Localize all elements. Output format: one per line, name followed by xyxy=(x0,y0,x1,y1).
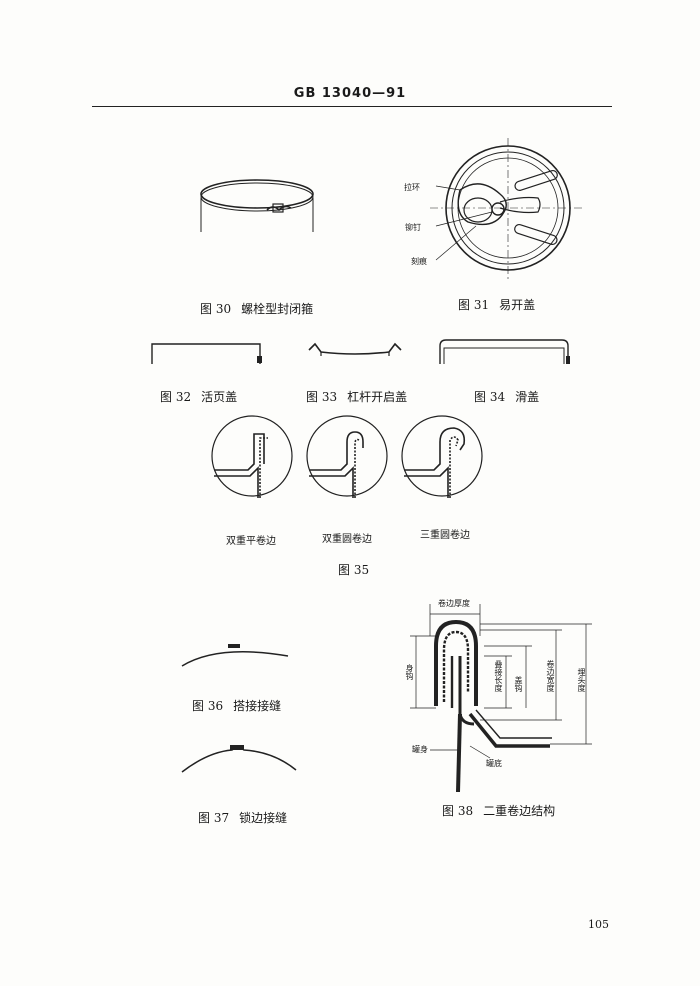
figure-37-caption: 图 37 锁边接缝 xyxy=(198,809,287,826)
figure-30-number: 图 30 xyxy=(200,302,232,316)
figure-36-lap-seam-drawing xyxy=(181,644,289,667)
label-rivet: 铆钉 xyxy=(405,223,421,232)
figure-36-title: 搭接接缝 xyxy=(233,699,282,713)
label-overlap: 叠接长度 xyxy=(494,660,503,692)
figure-31-title: 易开盖 xyxy=(499,298,536,312)
figure-35-caption: 图 35 xyxy=(338,563,370,577)
label-can-end: 罐底 xyxy=(486,759,502,768)
label-seam-width: 卷边宽度 xyxy=(546,660,555,692)
figure-33-title: 杠杆开启盖 xyxy=(347,390,408,404)
label-can-body: 罐身 xyxy=(412,745,428,754)
figure-33-caption: 图 33 杠杆开启盖 xyxy=(306,388,407,405)
label-seam-thickness: 卷边厚度 xyxy=(438,599,470,608)
figure-32-number: 图 32 xyxy=(160,390,192,404)
figure-35-triple-round-seam xyxy=(401,415,483,498)
figure-31-number: 图 31 xyxy=(458,298,490,312)
figure-35-double-flat-seam xyxy=(211,415,293,498)
figure-38-double-seam-structure-drawing xyxy=(410,604,592,793)
figure-34-caption: 图 34 滑盖 xyxy=(474,388,539,405)
figure-36-number: 图 36 xyxy=(192,699,224,713)
figure-31-easy-open-end-drawing xyxy=(430,138,585,280)
label-cover-hook: 盖钩 xyxy=(514,676,523,692)
figure-34-slip-cover-drawing xyxy=(439,339,570,364)
figure-35-sub-c: 三重圆卷边 xyxy=(420,530,470,541)
figure-30-hoop-drawing xyxy=(200,179,314,232)
header-rule xyxy=(92,106,612,107)
label-countersink: 埋头度 xyxy=(577,668,586,692)
figure-33-lever-lid-drawing xyxy=(308,342,402,356)
standard-code-header: GB 13040—91 xyxy=(293,86,407,101)
figure-35-sub-b: 双重圆卷边 xyxy=(322,534,372,545)
figure-38-number: 图 38 xyxy=(442,804,474,818)
figure-37-title: 锁边接缝 xyxy=(239,811,288,825)
figure-32-hinged-lid-drawing xyxy=(151,343,262,364)
figure-30-title: 螺栓型封闭箍 xyxy=(241,302,314,316)
figure-30-caption: 图 30 螺栓型封闭箍 xyxy=(200,300,313,317)
label-score: 刻痕 xyxy=(411,257,427,266)
figure-34-title: 滑盖 xyxy=(515,390,540,404)
figure-38-caption: 图 38 二重卷边结构 xyxy=(442,802,555,819)
figure-31-caption: 图 31 易开盖 xyxy=(458,296,535,313)
page-number: 105 xyxy=(588,918,609,931)
figure-36-caption: 图 36 搭接接缝 xyxy=(192,697,281,714)
figure-37-lock-seam-drawing xyxy=(181,745,297,773)
figure-38-title: 二重卷边结构 xyxy=(483,804,556,818)
figure-32-title: 活页盖 xyxy=(201,390,238,404)
label-pull-ring: 拉环 xyxy=(404,183,420,192)
figure-35-sub-a: 双重平卷边 xyxy=(226,536,276,547)
label-body-hook: 身钩 xyxy=(405,664,414,680)
figure-33-number: 图 33 xyxy=(306,390,338,404)
figure-32-caption: 图 32 活页盖 xyxy=(160,388,237,405)
figure-34-number: 图 34 xyxy=(474,390,506,404)
figure-35-double-round-seam xyxy=(306,415,388,498)
figure-37-number: 图 37 xyxy=(198,811,230,825)
